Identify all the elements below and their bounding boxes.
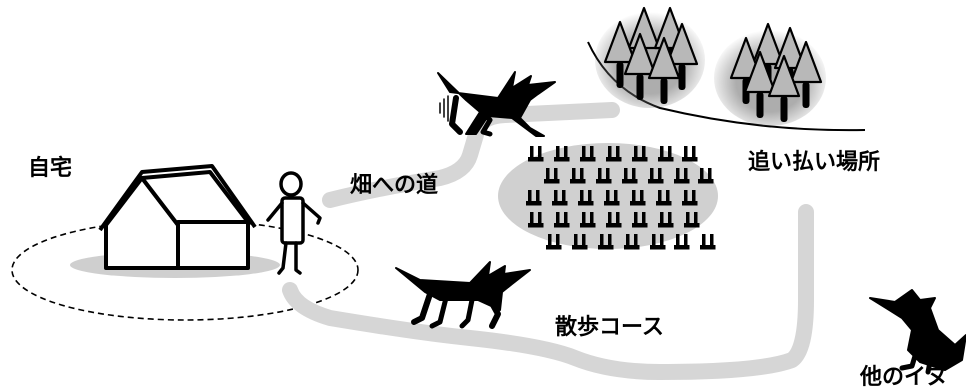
- dog-walking-icon: [395, 261, 531, 329]
- label-field-road: 畑への道: [350, 172, 438, 198]
- crop-sprout-icon: [700, 234, 716, 250]
- forest-cluster-right-icon: [714, 22, 826, 126]
- walk-course-path: [282, 204, 814, 380]
- forest-cluster-left-icon: [595, 6, 705, 108]
- person-icon: [266, 171, 322, 275]
- dog-running-icon: [437, 71, 556, 137]
- crop-sprout-icon: [682, 146, 698, 162]
- other-dog-icon: [869, 289, 966, 375]
- house-icon: [98, 164, 257, 270]
- crop-sprout-icon: [674, 234, 690, 250]
- label-other-dog: 他のイヌ: [859, 365, 948, 389]
- crop-sprout-icon: [528, 146, 544, 162]
- label-chase-place: 追い払い場所: [748, 149, 880, 175]
- label-home: 自宅: [28, 155, 72, 181]
- label-walk-course: 散歩コース: [555, 315, 664, 340]
